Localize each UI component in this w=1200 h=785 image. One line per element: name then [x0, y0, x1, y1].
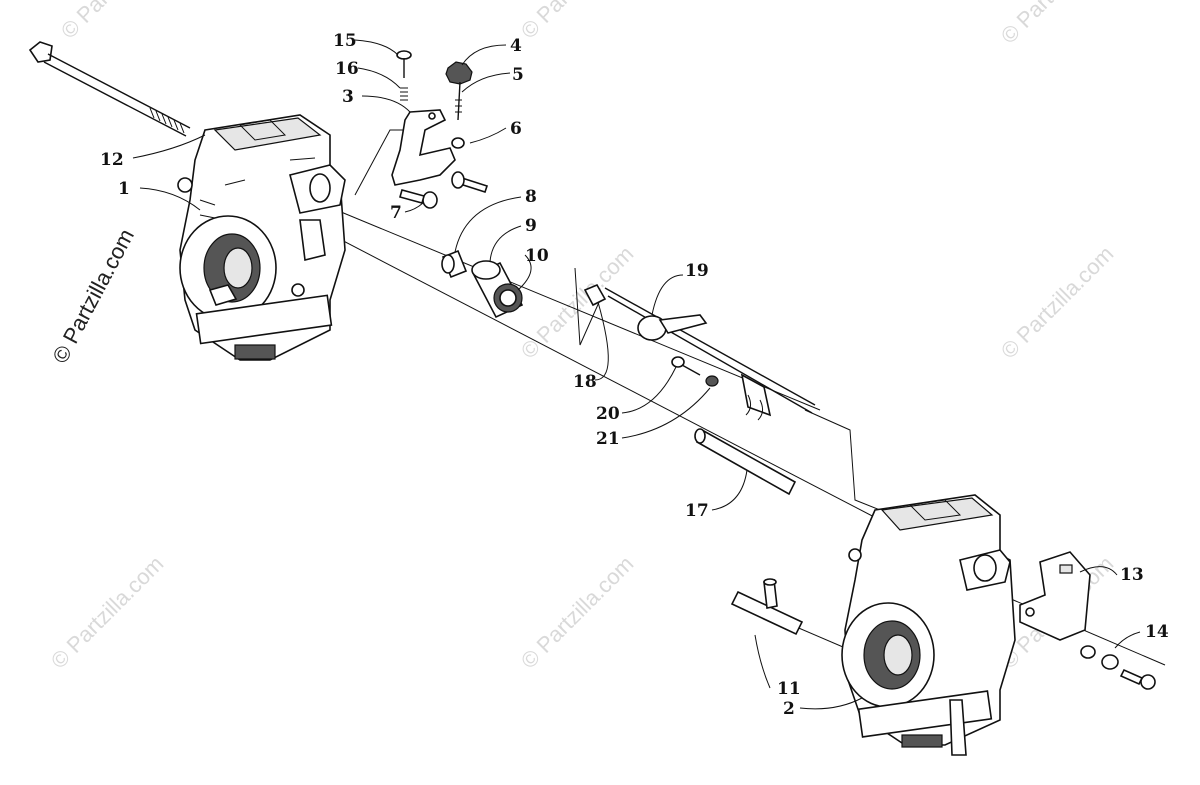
part-7-bolt: [399, 189, 438, 209]
callout-3: 3: [342, 87, 354, 107]
callout-6: 6: [510, 119, 522, 139]
part-1-carburetor-left: [177, 114, 346, 361]
callout-12: 12: [100, 150, 124, 170]
part-19-throttle-shaft: [583, 283, 816, 421]
part-21-nut: [705, 375, 719, 387]
callout-4: 4: [510, 36, 522, 56]
watermark-main: © Partzilla.com: [47, 225, 139, 368]
part-2-carburetor-right: [841, 494, 1016, 756]
callout-20: 20: [596, 404, 620, 424]
callout-5: 5: [512, 65, 524, 85]
callout-13: 13: [1120, 565, 1144, 585]
part-16-lockwasher: [400, 87, 408, 101]
part-8-collar: [441, 249, 468, 279]
callout-16: 16: [335, 59, 359, 79]
callout-21: 21: [596, 429, 620, 449]
callout-8: 8: [525, 187, 537, 207]
callout-19: 19: [685, 261, 709, 281]
part-12-long-bolt: [28, 41, 191, 137]
part-17-tube: [694, 428, 797, 496]
callout-17: 17: [685, 501, 709, 521]
callout-11: 11: [777, 679, 801, 699]
part-5-screw: [455, 81, 462, 121]
part-3-bracket: [391, 109, 456, 186]
callout-15: 15: [333, 31, 357, 51]
part-4-knob: [445, 61, 473, 85]
part-10-spring: [493, 283, 523, 313]
watermark-top-left: © Partzilla.com: [56, 0, 179, 44]
part-20-screw: [671, 356, 701, 376]
callout-7: 7: [390, 203, 402, 223]
watermark-top-right: © Partzilla.com: [996, 0, 1119, 49]
callout-leaders: [132, 39, 1141, 710]
callout-labels: 12 1 2 3 4 5 6 7 8 9 10 11 13 14 15 16 1…: [100, 31, 1169, 719]
part-11-tee-fitting: [730, 578, 804, 636]
watermark-top-center: © Partzilla.com: [516, 0, 639, 44]
callout-9: 9: [525, 216, 537, 236]
callout-14: 14: [1145, 622, 1169, 642]
watermark-bottom-center: © Partzilla.com: [516, 551, 639, 674]
part-13-cover: [1019, 551, 1091, 641]
part-15-screw: [396, 50, 412, 78]
callout-2: 2: [783, 699, 795, 719]
part-6-washer: [451, 137, 489, 194]
watermark-bottom-left: © Partzilla.com: [46, 551, 169, 674]
callout-10: 10: [525, 246, 549, 266]
watermark-mid-right: © Partzilla.com: [996, 241, 1119, 364]
part-14-hardware: [1080, 645, 1156, 690]
callout-1: 1: [118, 179, 130, 199]
callout-18: 18: [573, 372, 597, 392]
